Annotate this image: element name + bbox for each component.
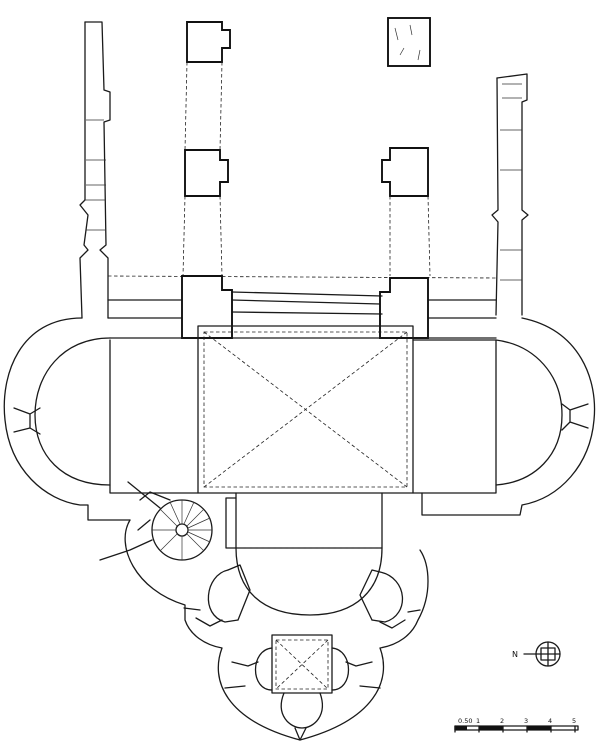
east-end-apse — [280, 692, 323, 741]
chapel-lobes — [183, 564, 421, 629]
central-crossing — [109, 325, 497, 494]
scale-label-2: 2 — [500, 717, 504, 725]
projection-lines — [107, 61, 498, 279]
scale-label-5: 5 — [572, 717, 576, 725]
scale-label-3: 3 — [524, 717, 528, 725]
north-arrow: N — [512, 641, 561, 667]
right-wall-fragment — [491, 73, 529, 316]
north-label: N — [512, 650, 518, 659]
scale-label-1: 1 — [476, 717, 480, 725]
pier-fragments — [184, 17, 431, 197]
east-apse — [421, 317, 596, 516]
scale-label-0: 0.50 — [458, 717, 472, 725]
south-apse-outer — [124, 519, 429, 741]
west-apse — [3, 317, 131, 521]
choir-bay — [225, 492, 383, 549]
left-wall-fragment — [79, 21, 111, 319]
scale-bar: 0.50 1 2 3 4 5 — [454, 717, 579, 733]
chancel-square — [224, 634, 381, 694]
spiral-staircase — [99, 481, 213, 561]
nave-band — [107, 275, 497, 339]
scale-label-4: 4 — [548, 717, 552, 725]
